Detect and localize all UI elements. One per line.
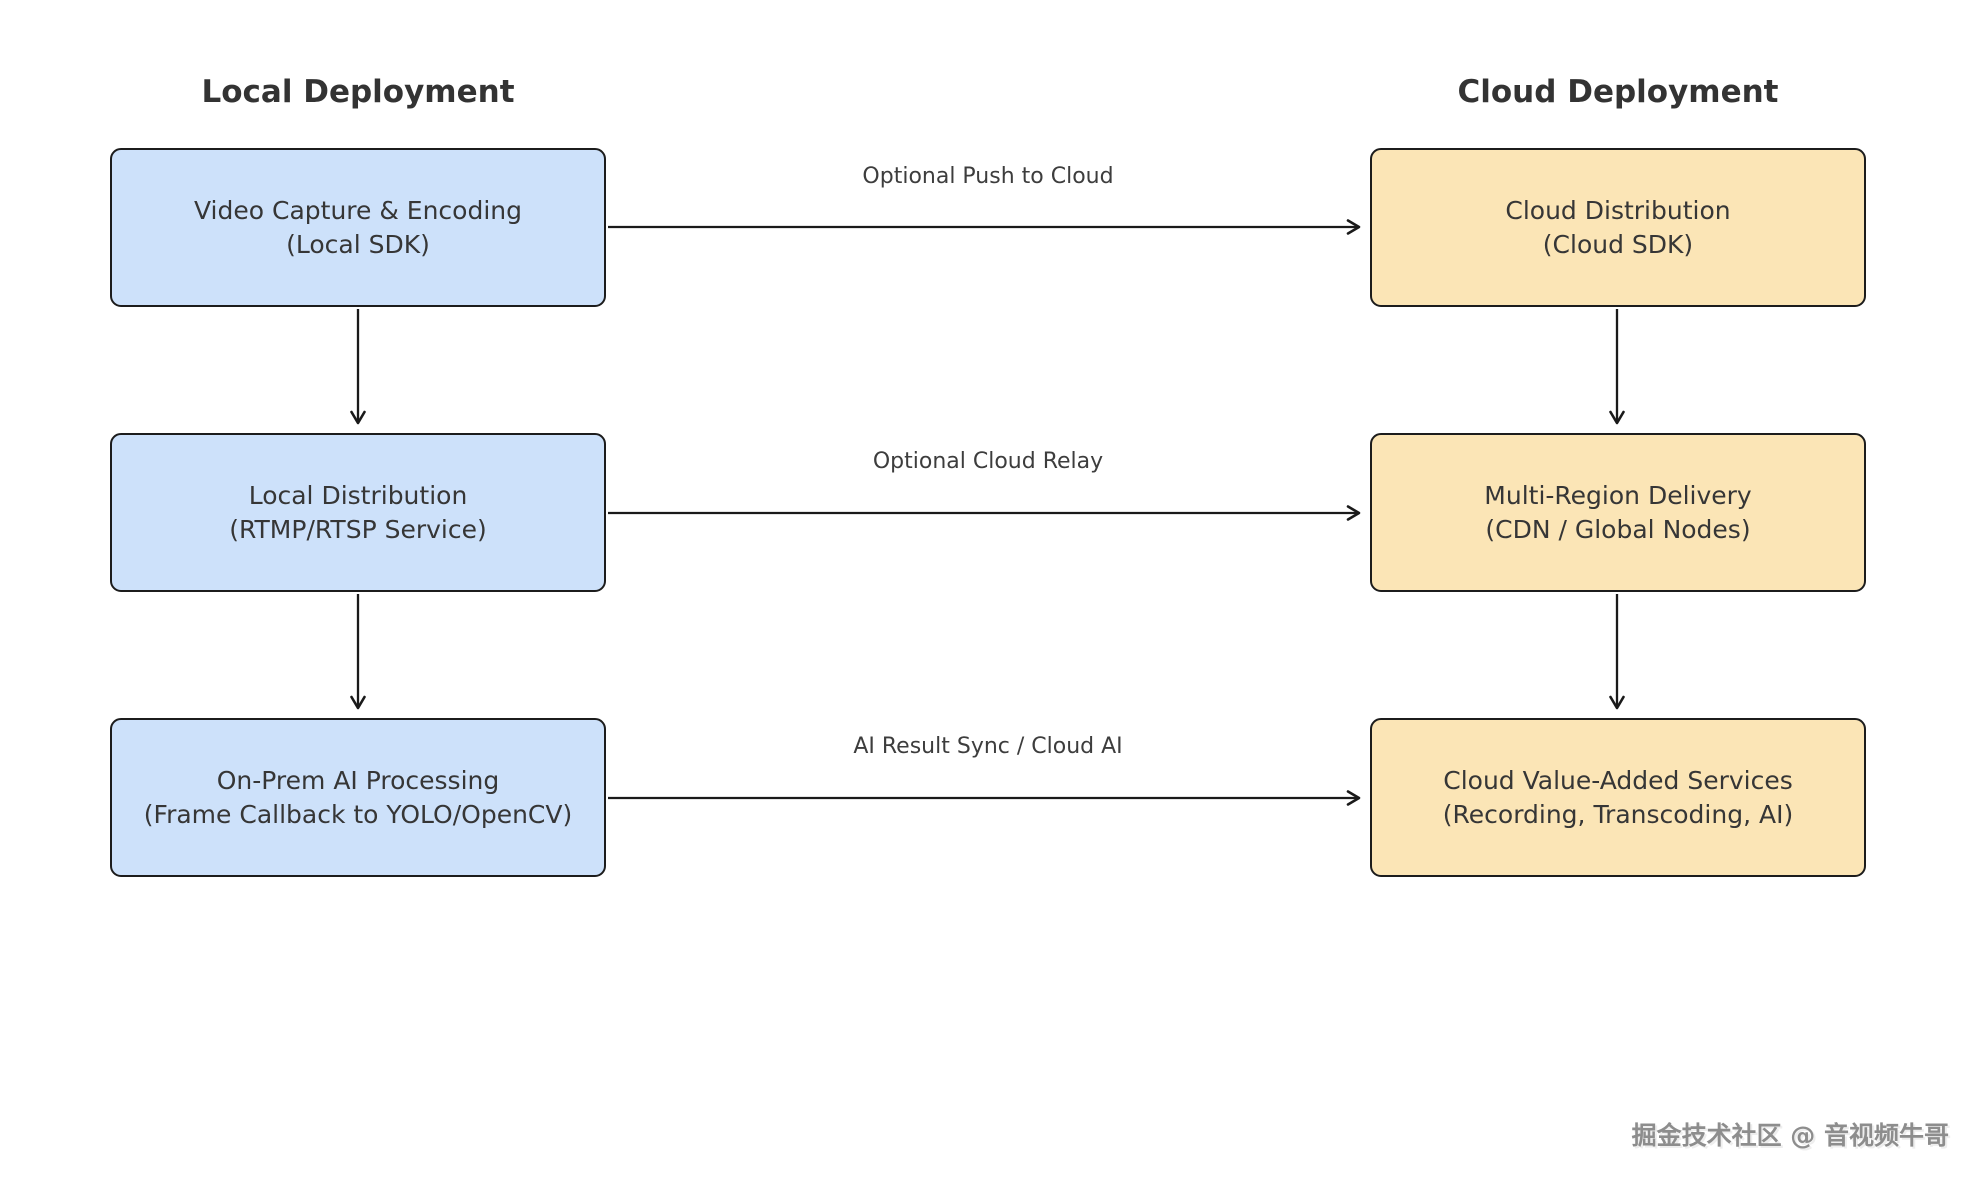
node-label-line2: (CDN / Global Nodes) [1485,514,1751,544]
node-label-line1: On-Prem AI Processing [216,765,500,795]
local-column-title: Local Deployment [201,74,515,110]
edge-label-ai-result-sync: AI Result Sync / Cloud AI [853,734,1123,759]
edge-label-optional-cloud-relay: Optional Cloud Relay [872,449,1104,474]
node-label-line1: Cloud Distribution [1505,195,1731,225]
node-label-line2: (RTMP/RTSP Service) [229,514,487,544]
node-label-line1: Cloud Value-Added Services [1443,765,1793,795]
node-label-line1: Multi-Region Delivery [1484,480,1752,510]
node-cloud-distribution: Cloud Distribution (Cloud SDK) [1370,148,1866,307]
node-label-line2: (Recording, Transcoding, AI) [1442,799,1794,829]
node-label-line2: (Cloud SDK) [1542,229,1694,259]
node-label-line2: (Frame Callback to YOLO/OpenCV) [143,799,573,829]
node-label-line1: Local Distribution [248,480,468,510]
node-label-line2: (Local SDK) [286,229,430,259]
node-on-prem-ai-processing: On-Prem AI Processing (Frame Callback to… [110,718,606,877]
cloud-column-title: Cloud Deployment [1457,74,1779,110]
node-local-distribution: Local Distribution (RTMP/RTSP Service) [110,433,606,592]
node-cloud-value-added-services: Cloud Value-Added Services (Recording, T… [1370,718,1866,877]
watermark-text: 掘金技术社区 @ 音视频牛哥 [1631,1121,1949,1150]
node-video-capture-encoding: Video Capture & Encoding (Local SDK) [110,148,606,307]
node-label-line1: Video Capture & Encoding [194,195,522,225]
node-multi-region-delivery: Multi-Region Delivery (CDN / Global Node… [1370,433,1866,592]
edge-label-optional-push-to-cloud: Optional Push to Cloud [862,164,1114,189]
